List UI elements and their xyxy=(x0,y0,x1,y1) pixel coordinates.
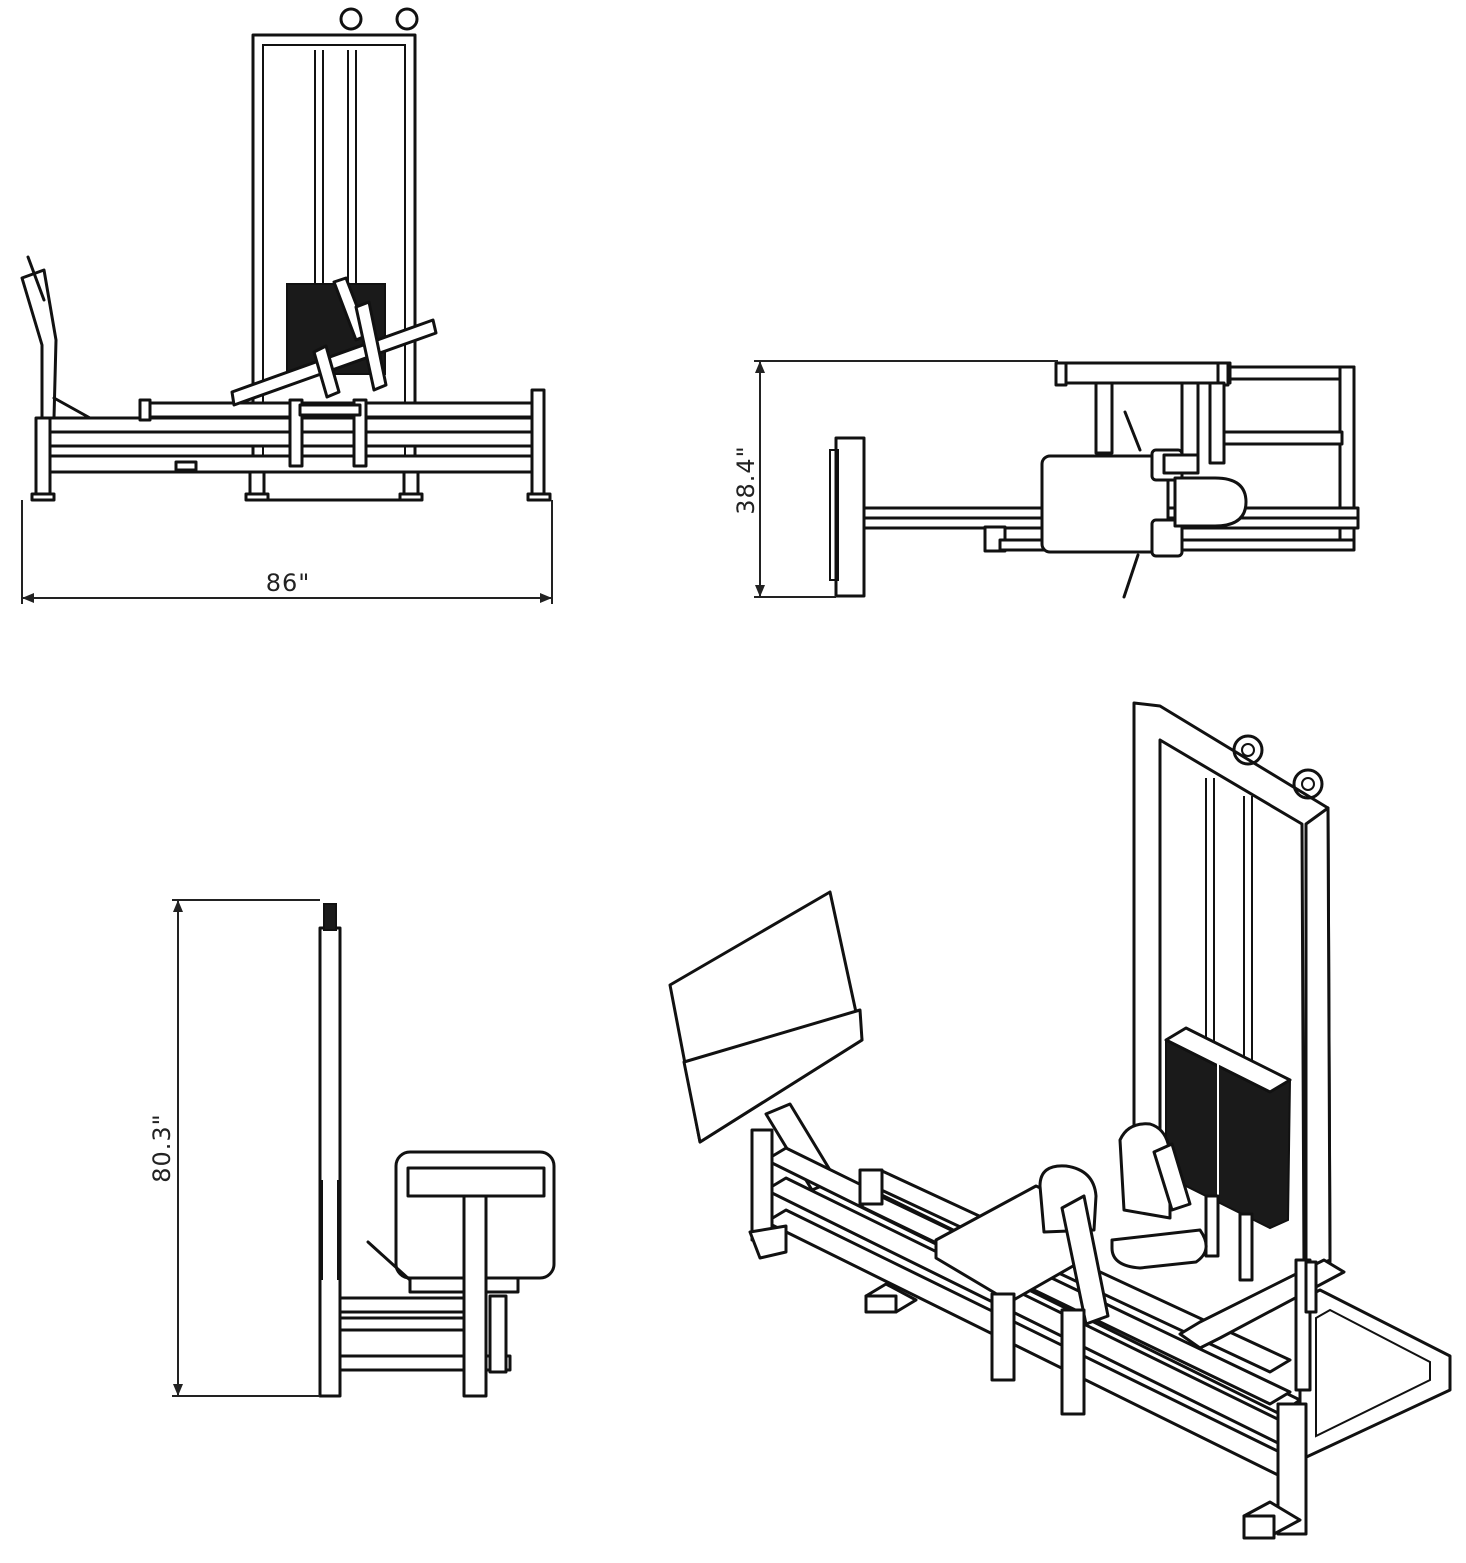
side-elevation-view: 80.3" xyxy=(148,899,556,1398)
height-dimension-label: 80.3" xyxy=(148,1113,176,1182)
top-plan-view: 38.4" xyxy=(732,360,1360,599)
width-dimension-label: 38.4" xyxy=(732,445,760,514)
front-elevation-view: 86" xyxy=(20,7,553,604)
isometric-view xyxy=(668,701,1452,1540)
length-dimension-label: 86" xyxy=(266,569,311,597)
